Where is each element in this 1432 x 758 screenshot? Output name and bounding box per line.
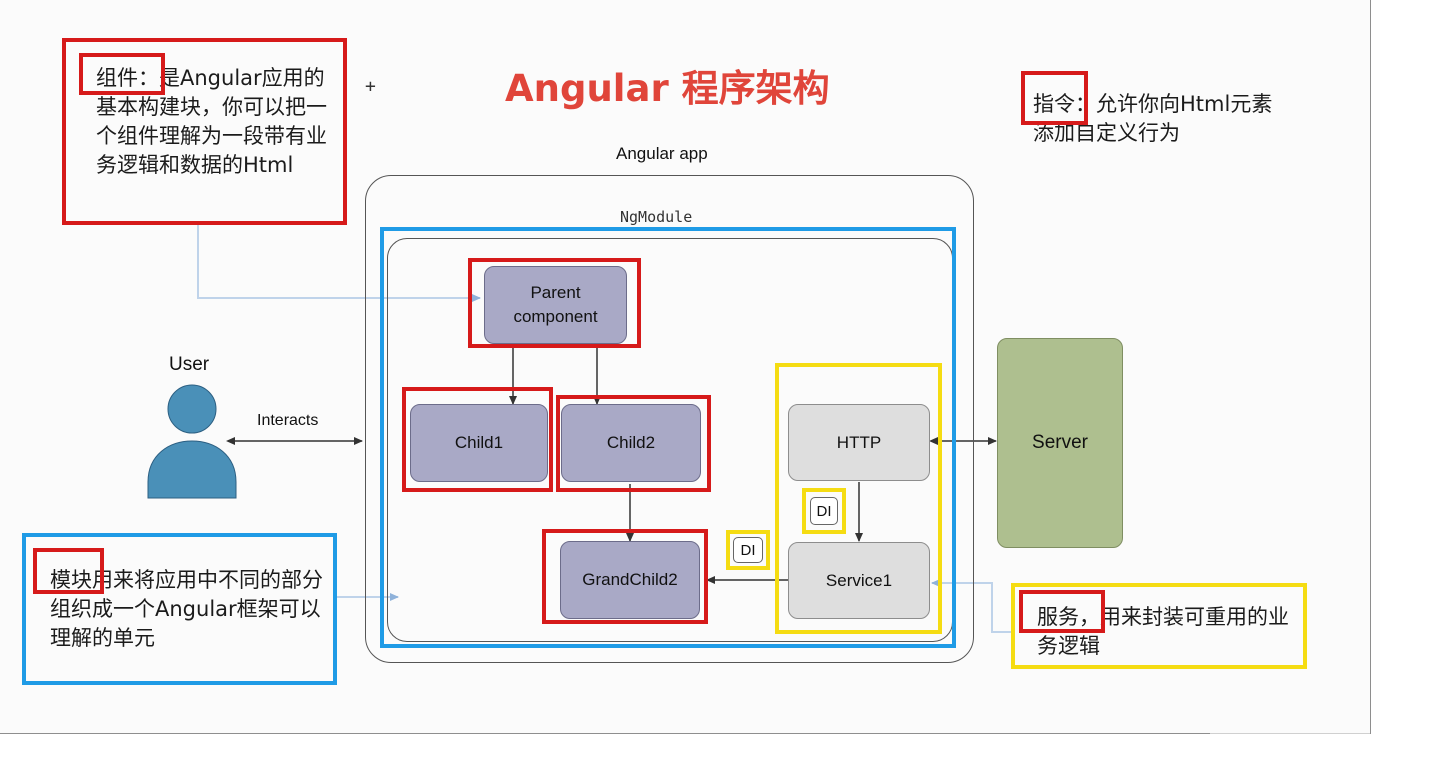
slide-canvas: Angular 程序架构 + Angular app NgModule Pare… [22,38,1307,685]
directive-description: ：允许你向Html元素添加自定义行为 [1033,92,1273,145]
http-label: HTTP [836,432,882,452]
component-keyword: 组件 [96,66,138,90]
service-note-box [1011,583,1307,669]
child1-node: Child1 [410,404,548,482]
child2-label: Child2 [606,433,656,452]
module-note-box [22,533,337,685]
component-note-box [62,38,347,225]
services-highlight [775,363,942,634]
parent-component-highlight [468,258,641,348]
service1-label: Service1 [825,570,893,590]
component-pointer-line [197,224,481,302]
di-left-highlight [726,530,770,570]
child1-highlight [402,387,553,492]
cursor-crosshair: + [365,76,376,97]
child2-highlight [556,395,711,492]
page-title: Angular 程序架构 [505,67,830,110]
parent-component-node: Parent component [484,266,627,344]
parent-component-label: Parent component [513,283,598,326]
module-keyword: 模块 [50,568,92,592]
component-description: ：是Angular应用的基本构建块，你可以把一个组件理解为一段带有业务逻辑和数据… [96,66,327,177]
child1-label: Child1 [454,433,504,452]
module-note-text: 模块用来将应用中不同的部分组织成一个Angular框架可以理解的单元 [50,566,328,653]
http-node: HTTP [788,404,930,481]
user-label: User [169,354,210,375]
slide-border-right [1370,0,1371,734]
ngmodule-label: NgModule [620,208,693,226]
service1-node: Service1 [788,542,930,619]
interacts-label: Interacts [257,412,319,429]
diagram-connectors [197,224,1012,633]
grandchild2-label: GrandChild2 [582,570,678,589]
module-keyword-highlight [33,548,104,594]
angular-app-container [365,175,974,663]
di-top-highlight [802,488,846,534]
component-note-text: 组件：是Angular应用的基本构建块，你可以把一个组件理解为一段带有业务逻辑和… [96,64,336,180]
server-node: Server [997,338,1123,548]
module-description: 用来将应用中不同的部分组织成一个Angular框架可以理解的单元 [50,568,323,650]
directive-note-text: 指令：允许你向Html元素添加自定义行为 [1033,90,1293,148]
di-left-badge: DI [733,537,763,563]
ngmodule-highlight [380,227,956,648]
di-top-badge: DI [810,497,838,525]
slide-border-bottom-light [1210,733,1370,734]
service-note-text: 服务，用来封装可重用的业务逻辑 [1037,603,1299,661]
directive-keyword-highlight [1021,71,1088,125]
service-keyword-highlight [1019,590,1105,633]
component-keyword-highlight [79,53,165,95]
service-pointer-line [931,579,1012,633]
directive-keyword: 指令 [1033,92,1075,116]
grandchild2-node: GrandChild2 [560,541,700,619]
service-keyword: 服务 [1037,605,1079,629]
service-description: ，用来封装可重用的业务逻辑 [1037,605,1289,658]
slide-border-bottom [0,733,1210,734]
angular-app-label: Angular app [616,144,708,163]
child2-node: Child2 [561,404,701,482]
grandchild2-highlight [542,529,708,624]
server-label: Server [1032,432,1088,453]
